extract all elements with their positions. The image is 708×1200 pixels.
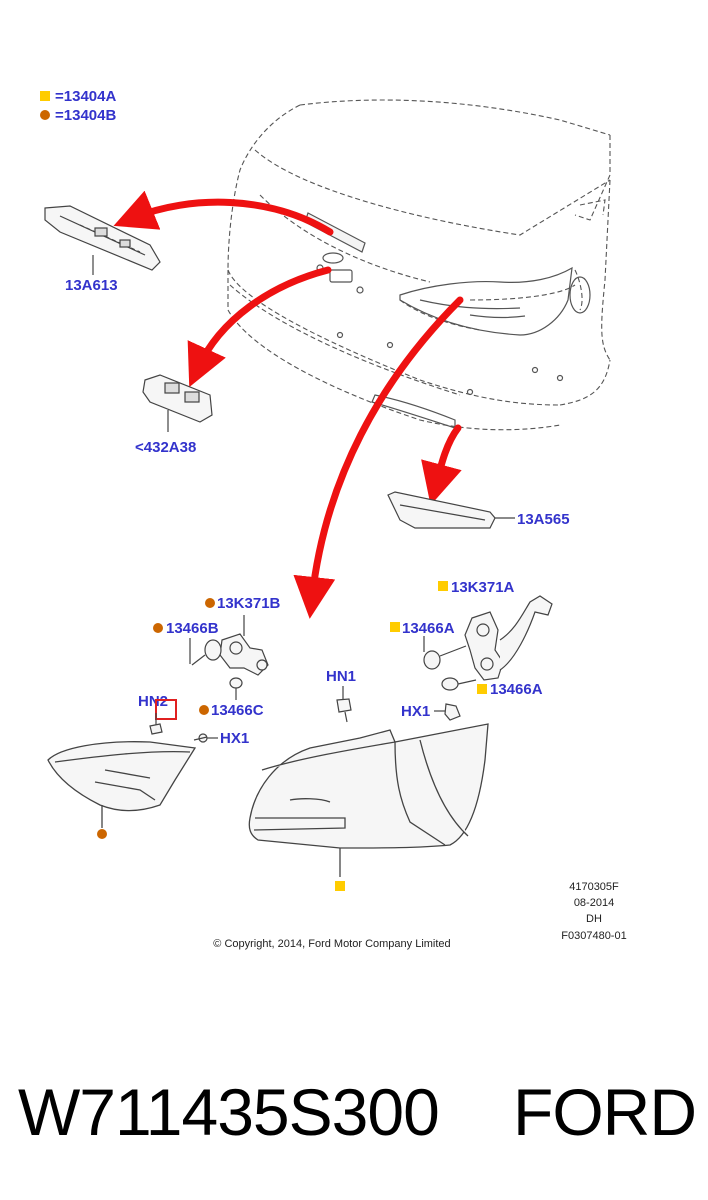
legend: =13404A =13404B (40, 88, 116, 124)
diagram-meta: 4170305F 08-2014 DH F0307480-01 © Copyri… (213, 881, 626, 950)
meta-line-2: 08-2014 (574, 897, 614, 909)
arrow-to-432A38 (187, 266, 332, 388)
arrow-to-lamp-assembly (293, 296, 464, 619)
callout-HN1: HN1 (326, 668, 356, 685)
arrow-to-13A613 (113, 190, 334, 236)
part-432A38 (142, 374, 213, 432)
marker-circle-13466C (199, 705, 209, 715)
fastener-HN1 (336, 686, 352, 723)
right-bulb-socket-13K371A (423, 595, 553, 691)
part-number-caption: W711435S300 FORD (12, 1062, 702, 1162)
fastener-HX1-right (434, 703, 461, 721)
marker-circle-13K371B (205, 598, 215, 608)
fastener-HN2 (149, 713, 163, 735)
marker-square-13466A-top (390, 622, 400, 632)
legend-circle-label: =13404B (55, 107, 116, 124)
meta-line-3: DH (586, 913, 602, 925)
callout-13K371A: 13K371A (451, 579, 515, 596)
marker-square-13K371A (438, 581, 448, 591)
left-bulb-socket-13K371B (189, 615, 269, 700)
part-13A565 (387, 491, 515, 529)
copyright-notice: © Copyright, 2014, Ford Motor Company Li… (213, 938, 450, 950)
inner-tail-lamp (47, 741, 197, 828)
callout-13466C: 13466C (211, 702, 264, 719)
highlight-box-HN2 (155, 699, 177, 720)
callout-HN2: HN2 (138, 693, 168, 710)
callout-13466B: 13466B (166, 620, 219, 637)
arrows (113, 190, 464, 619)
marker-square-outer-lamp (335, 881, 345, 891)
part-number: W711435S300 (18, 1075, 440, 1149)
fastener-HX1-left (193, 733, 218, 743)
callout-432A38: <432A38 (135, 439, 196, 456)
brand-name: FORD (513, 1075, 697, 1149)
callout-13466A-bottom: 13466A (490, 681, 543, 698)
callout-13K371B: 13K371B (217, 595, 281, 612)
arrow-to-13A565 (421, 424, 462, 506)
marker-circle-inner-lamp (97, 829, 107, 839)
vehicle-rear-outline (227, 99, 611, 431)
part-13A613 (44, 205, 161, 275)
marker-square-13466A-bottom (477, 684, 487, 694)
legend-square-marker (40, 91, 50, 101)
legend-circle-marker (40, 110, 50, 120)
vehicle-details (304, 212, 591, 429)
callout-HX1-left: HX1 (220, 730, 249, 747)
legend-square-label: =13404A (55, 88, 116, 105)
outer-tail-lamp (248, 723, 489, 877)
marker-circle-13466B (153, 623, 163, 633)
callout-13A565: 13A565 (517, 511, 570, 528)
meta-line-4: F0307480-01 (561, 930, 626, 942)
callout-13A613: 13A613 (65, 277, 118, 294)
callout-13466A-top: 13466A (402, 620, 455, 637)
meta-line-1: 4170305F (569, 881, 619, 893)
callout-HX1-right: HX1 (401, 703, 430, 720)
